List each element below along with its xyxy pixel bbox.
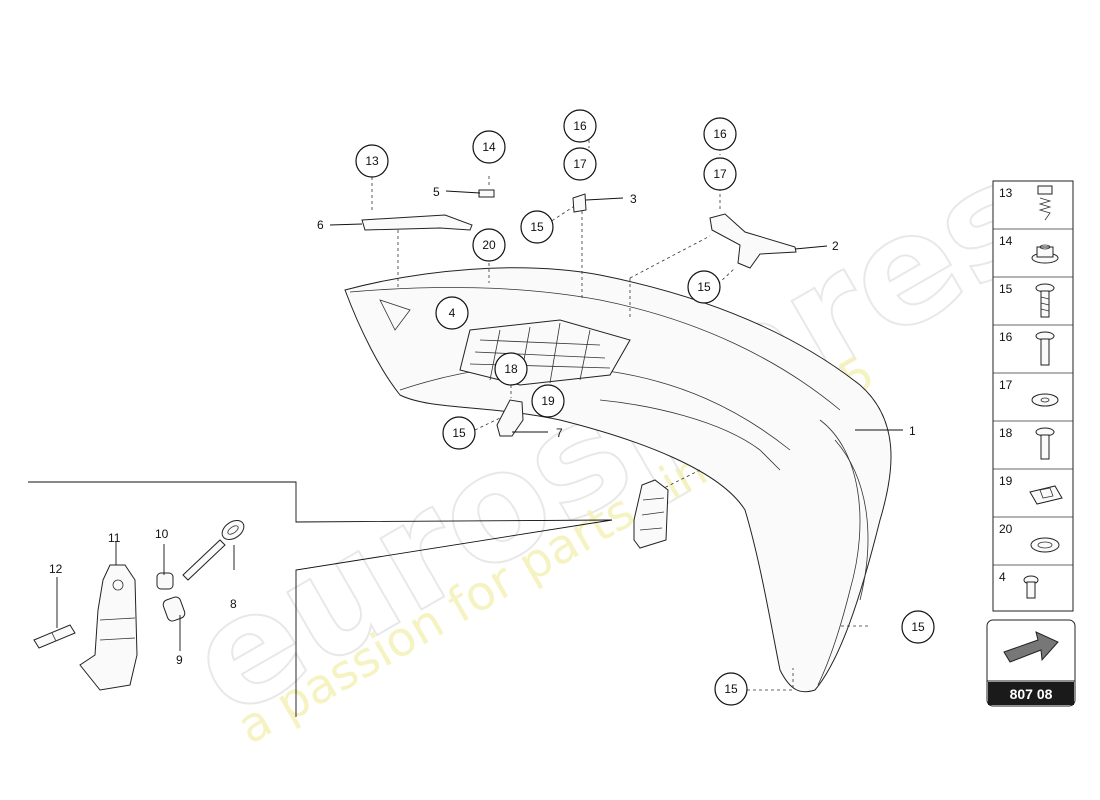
callout-15: 15 [687, 270, 721, 304]
part-label-7: 7 [556, 426, 563, 440]
clip-nut-icon [1029, 485, 1063, 505]
flange-nut-icon [1031, 244, 1059, 264]
callout-15: 15 [442, 416, 476, 450]
legend-number: 17 [999, 378, 1013, 392]
svg-text:17: 17 [573, 157, 587, 171]
svg-text:19: 19 [541, 394, 555, 408]
legend-number: 15 [999, 282, 1013, 296]
callout-15: 15 [714, 672, 748, 706]
part-number-labels: 1 2 3 5 6 7 8 9 10 11 12 [49, 185, 916, 667]
svg-text:16: 16 [713, 127, 727, 141]
part-label-6: 6 [317, 218, 324, 232]
part-10-bushing [156, 572, 174, 590]
callout-15: 15 [520, 210, 554, 244]
part-8-tow-eye [182, 519, 245, 581]
legend-number: 20 [999, 522, 1013, 536]
svg-text:16: 16 [573, 119, 587, 133]
washer-icon [1031, 393, 1059, 407]
legend-row: 16 [999, 330, 1055, 366]
spring-screw-icon [1037, 185, 1053, 221]
watermark: eurospares a passion for parts since 198… [160, 125, 1070, 755]
part-label-12: 12 [49, 562, 63, 576]
tow-eye-mount-on-bumper [633, 479, 669, 549]
part-label-5: 5 [433, 185, 440, 199]
part-9-sleeve [162, 596, 186, 622]
callout-18: 18 [494, 352, 528, 386]
callout-20: 20 [472, 228, 506, 262]
callout-17: 17 [703, 157, 737, 191]
screw-icon [1035, 283, 1055, 318]
callout-15: 15 [901, 610, 935, 644]
screw-icon [1035, 331, 1055, 366]
legend-number: 18 [999, 426, 1013, 440]
svg-text:17: 17 [713, 167, 727, 181]
watermark-brand: eurospares [161, 126, 1069, 751]
legend-number: 19 [999, 474, 1013, 488]
legend-number: 4 [999, 570, 1006, 584]
callout-14: 14 [472, 130, 506, 164]
svg-text:15: 15 [911, 620, 925, 634]
part-label-2: 2 [832, 239, 839, 253]
legend-row: 15 [999, 282, 1055, 318]
legend-number: 13 [999, 186, 1013, 200]
legend-row: 13 [999, 185, 1053, 221]
part-label-10: 10 [155, 527, 169, 541]
part-label-1: 1 [909, 424, 916, 438]
part-6-trim-strip [361, 214, 473, 231]
part-5-clip [478, 189, 495, 198]
part-7-holder [496, 399, 524, 437]
svg-text:15: 15 [530, 220, 544, 234]
label-leaders [56, 190, 903, 651]
svg-text:20: 20 [482, 238, 496, 252]
legend-number: 14 [999, 234, 1013, 248]
svg-text:14: 14 [482, 140, 496, 154]
svg-text:15: 15 [697, 280, 711, 294]
part-3-bracket [572, 193, 587, 213]
callout-13: 13 [355, 144, 389, 178]
fastener-legend: 13 14 15 16 [992, 180, 1074, 612]
callout-19: 19 [531, 384, 565, 418]
detail-callout-lines [28, 481, 613, 717]
legend-row: 17 [999, 378, 1059, 407]
washer-icon [1030, 537, 1060, 553]
page-reference-number: 807 08 [1010, 686, 1053, 702]
callout-17: 17 [563, 147, 597, 181]
callout-16: 16 [563, 109, 597, 143]
part-label-9: 9 [176, 653, 183, 667]
leader-lines [371, 140, 868, 691]
arrow-icon [1003, 631, 1059, 663]
svg-text:18: 18 [504, 362, 518, 376]
legend-row: 14 [999, 234, 1059, 264]
part-label-11: 11 [108, 531, 121, 545]
svg-text:13: 13 [365, 154, 379, 168]
part-2-bracket [709, 213, 797, 269]
screw-icon [1035, 427, 1055, 460]
svg-text:15: 15 [452, 426, 466, 440]
circled-callouts: 13 14 16 17 16 17 15 15 20 4 18 19 15 15… [355, 109, 935, 706]
legend-number: 16 [999, 330, 1013, 344]
callout-4: 4 [435, 296, 469, 330]
svg-text:4: 4 [449, 306, 456, 320]
part-label-3: 3 [630, 192, 637, 206]
page-reference: 807 08 [986, 619, 1076, 707]
legend-row: 18 [999, 426, 1055, 460]
callout-16: 16 [703, 117, 737, 151]
part-11-bracket [79, 564, 138, 691]
legend-row: 4 [999, 570, 1039, 599]
part-label-8: 8 [230, 597, 237, 611]
svg-text:15: 15 [724, 682, 738, 696]
part-12-pin [33, 624, 76, 649]
legend-row: 19 [999, 474, 1063, 505]
legend-row: 20 [999, 522, 1060, 553]
short-screw-icon [1023, 575, 1039, 599]
